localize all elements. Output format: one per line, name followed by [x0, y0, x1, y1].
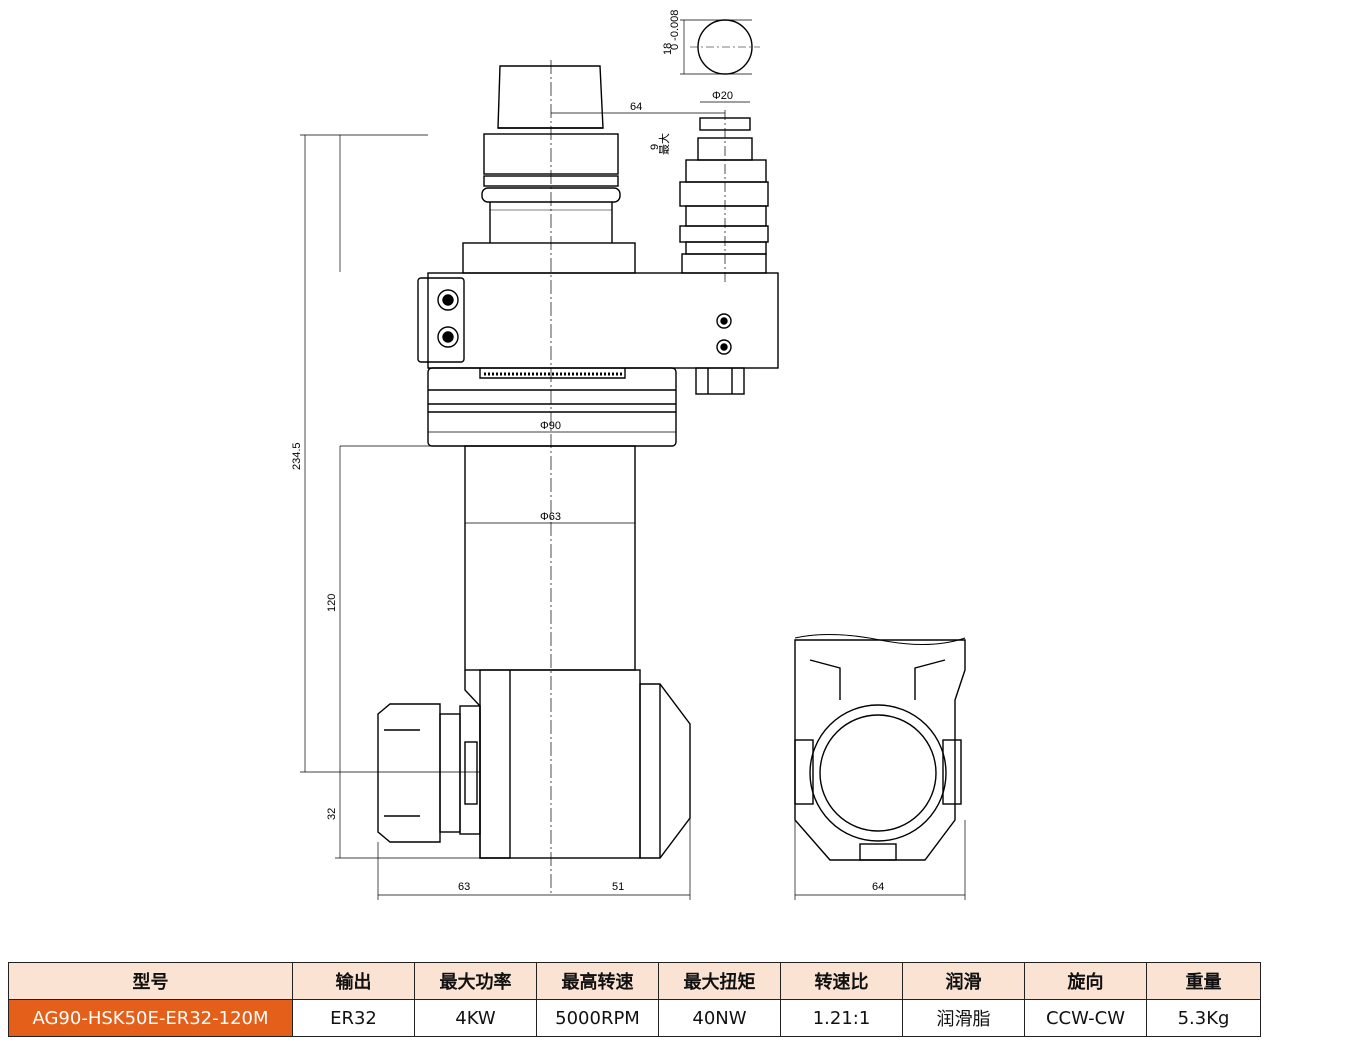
side-spindle — [679, 110, 769, 285]
cell-model: AG90-HSK50E-ER32-120M — [8, 999, 293, 1037]
technical-drawing: 18 0 -0.008 64 Φ20 9 最大 234.5 Φ90 Φ63 12… — [291, 10, 966, 900]
header-model: 型号 — [8, 962, 293, 1000]
dim-phi90: Φ90 — [540, 420, 561, 432]
cell-speed-ratio: 1.21:1 — [780, 999, 903, 1037]
dim-overall-height: 234.5 — [291, 442, 303, 470]
cell-rotation: CCW-CW — [1024, 999, 1147, 1037]
header-max-power: 最大功率 — [414, 962, 537, 1000]
housing — [417, 272, 779, 447]
header-lubrication: 润滑 — [902, 962, 1025, 1000]
cell-max-power: 4KW — [414, 999, 537, 1037]
header-weight: 重量 — [1146, 962, 1261, 1000]
dim-64-side: 64 — [872, 881, 884, 893]
header-max-torque: 最大扭矩 — [658, 962, 781, 1000]
header-max-speed: 最高转速 — [536, 962, 659, 1000]
top-circle-detail — [680, 19, 760, 75]
dim-51-bottom: 51 — [612, 881, 624, 893]
dim-phi63: Φ63 — [540, 511, 561, 523]
dim-64-top: 64 — [630, 101, 642, 113]
header-output: 输出 — [292, 962, 415, 1000]
header-speed-ratio: 转速比 — [780, 962, 903, 1000]
hsk-taper — [462, 65, 636, 274]
cell-max-speed: 5000RPM — [536, 999, 659, 1037]
dim-nine: 9 — [649, 144, 661, 150]
shaft-body — [464, 445, 691, 859]
spec-table: 型号 输出 最大功率 最高转速 最大扭矩 转速比 润滑 旋向 重量 AG90-H… — [8, 962, 1261, 1037]
dim-nine-sub: 最大 — [657, 133, 671, 155]
dim-tolerance-sub: 0 -0.008 — [669, 10, 681, 50]
cell-weight: 5.3Kg — [1146, 999, 1261, 1037]
dim-tolerance-main: 18 — [662, 43, 674, 55]
spec-header-row: 型号 输出 最大功率 最高转速 最大扭矩 转速比 润滑 旋向 重量 — [8, 962, 1261, 1000]
header-rotation: 旋向 — [1024, 962, 1147, 1000]
dim-32: 32 — [326, 808, 338, 820]
cell-output: ER32 — [292, 999, 415, 1037]
dim-phi20: Φ20 — [712, 90, 733, 102]
cell-lubrication: 润滑脂 — [902, 999, 1025, 1037]
dim-120: 120 — [326, 594, 338, 612]
spec-data-row: AG90-HSK50E-ER32-120M ER32 4KW 5000RPM 4… — [8, 999, 1261, 1037]
er-collet-nut — [377, 703, 481, 843]
dim-63-bottom: 63 — [458, 881, 470, 893]
side-view — [794, 633, 966, 861]
cell-max-torque: 40NW — [658, 999, 781, 1037]
